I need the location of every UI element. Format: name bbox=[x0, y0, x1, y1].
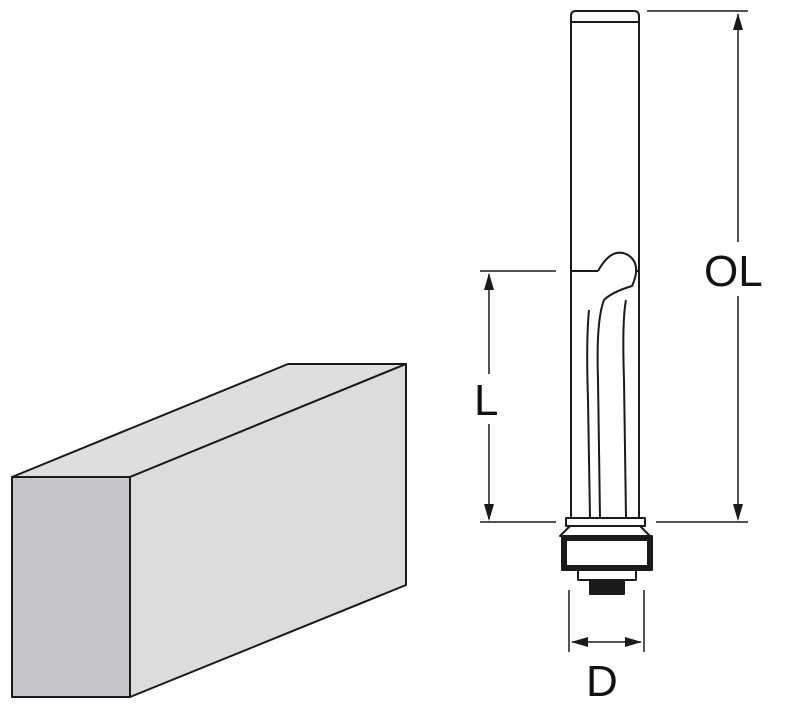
bearing-collar bbox=[559, 525, 651, 537]
bit-shank-body bbox=[570, 21, 640, 272]
diameter-label: D bbox=[586, 657, 618, 706]
bit-shank bbox=[570, 10, 640, 23]
overall-length-label: OL bbox=[704, 247, 763, 296]
l-arrow-top bbox=[484, 273, 494, 290]
bit-flute-inner bbox=[622, 299, 627, 519]
block-front-face bbox=[11, 476, 131, 698]
router-bit bbox=[559, 10, 653, 595]
arrowheads bbox=[484, 13, 743, 647]
l-arrow-bottom bbox=[484, 504, 494, 521]
d-arrow-right bbox=[625, 637, 642, 647]
bit-flute bbox=[596, 251, 638, 519]
bearing-ring bbox=[565, 539, 649, 567]
bit-cutter-base bbox=[565, 517, 646, 527]
d-arrow-left bbox=[571, 637, 588, 647]
ol-arrow-bottom bbox=[733, 504, 743, 521]
bit-cutting-body bbox=[570, 270, 640, 521]
bearing-screw bbox=[589, 579, 625, 595]
workpiece-block bbox=[11, 363, 407, 698]
bearing-washer bbox=[577, 569, 637, 581]
cutting-length-label: L bbox=[474, 376, 498, 425]
bit-flute-line bbox=[586, 309, 591, 519]
ol-arrow-top bbox=[733, 13, 743, 30]
